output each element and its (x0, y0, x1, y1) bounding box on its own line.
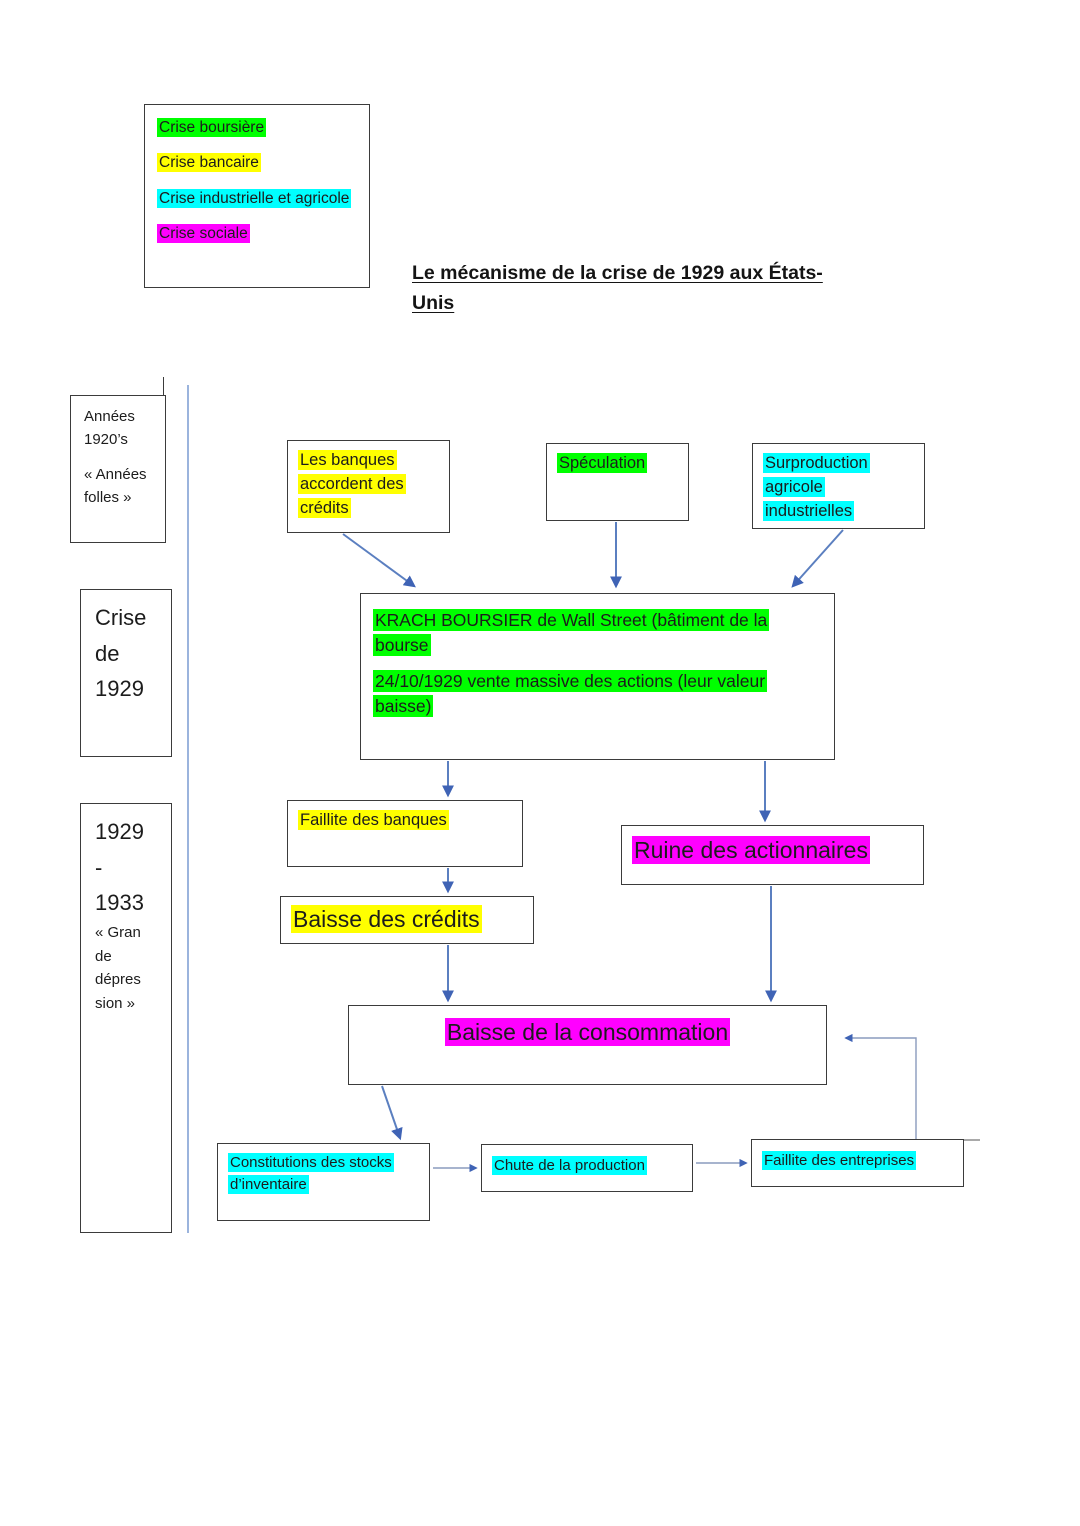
timeline-1929-1933-line-6: dépres (95, 971, 141, 989)
timeline-crise-1929-line-2: de (95, 640, 120, 666)
timeline-crise-1929-line-3: 1929 (95, 676, 144, 702)
node-krach-paragraph-2: 24/10/1929 vente massive des actions (le… (373, 669, 768, 718)
timeline-period-1929-1933: 1929 - 1933 « Gran de dépres sion » (80, 803, 172, 1233)
timeline-annees-1920-line-2: 1920’s (84, 430, 128, 448)
timeline-1929-1933-line-7: sion » (95, 994, 136, 1012)
node-label-chute-production: Chute de la production (492, 1156, 647, 1175)
timeline-annees-1920-line-3: « Années (84, 466, 147, 483)
arrow-surproduction-to-krach (791, 529, 844, 588)
timeline-1929-1933-line-4: « Gran (95, 923, 141, 941)
node-faillite-des-entreprises: Faillite des entreprises (751, 1139, 964, 1187)
node-stocks-line-1: Constitutions des stocks (228, 1153, 394, 1172)
node-baisse-des-credits: Baisse des crédits (280, 896, 534, 944)
timeline-start-tick (163, 377, 164, 395)
timeline-period-annees-1920: Années 1920’s « Années folles » (70, 395, 166, 543)
node-krach-paragraph-1: KRACH BOURSIER de Wall Street (bâtiment … (373, 609, 770, 657)
timeline-annees-1920-line-1: Années (84, 408, 135, 425)
legend-label-crise-boursiere: Crise boursière (157, 118, 267, 137)
legend-box: Crise boursière Crise bancaire Crise ind… (144, 104, 370, 288)
node-label-ruine-actionnaires: Ruine des actionnaires (632, 836, 870, 864)
arrow-feedback-faillite-to-consommation (844, 1033, 917, 1139)
node-surproduction-line-2: agricole (763, 476, 825, 497)
timeline-annees-1920-line-4: folles » (84, 488, 132, 506)
timeline-1929-1933-line-1: 1929 (95, 819, 144, 844)
legend-item-crise-sociale: Crise sociale (157, 223, 359, 245)
node-les-banques-accordent-des-credits: Les banques accordent des crédits (287, 440, 450, 533)
timeline-axis (187, 385, 189, 1233)
node-stocks-line-2: d’inventaire (228, 1174, 309, 1194)
node-faillite-des-banques: Faillite des banques (287, 800, 523, 867)
timeline-1929-1933-line-2: - (95, 854, 103, 880)
timeline-crise-1929-line-1: Crise (95, 605, 147, 630)
node-label-speculation: Spéculation (557, 453, 648, 473)
node-label-faillite-banques: Faillite des banques (298, 810, 449, 830)
legend-label-crise-sociale: Crise sociale (157, 224, 250, 244)
legend-label-crise-bancaire: Crise bancaire (157, 153, 261, 173)
node-label-faillite-entreprises: Faillite des entreprises (762, 1151, 917, 1170)
timeline-1929-1933-line-3: 1933 (95, 890, 144, 916)
node-surproduction: Surproduction agricole industrielles (752, 443, 925, 529)
node-baisse-de-la-consommation: Baisse de la consommation (348, 1005, 827, 1085)
arrow-consommation-to-stocks (381, 1085, 403, 1141)
legend-label-crise-industrielle: Crise industrielle et agricole (157, 188, 352, 208)
node-speculation: Spéculation (546, 443, 689, 521)
arrow-banques-to-krach (342, 533, 416, 588)
legend-item-crise-boursiere: Crise boursière (157, 117, 359, 139)
node-constitutions-des-stocks: Constitutions des stocks d’inventaire (217, 1143, 430, 1221)
legend-item-crise-industrielle: Crise industrielle et agricole (157, 188, 359, 210)
node-label-baisse-consommation: Baisse de la consommation (444, 1018, 731, 1046)
timeline-period-crise-1929: Crise de 1929 (80, 589, 172, 757)
page-title-line-1: Le mécanisme de la crise de 1929 aux Éta… (412, 262, 823, 284)
node-chute-de-la-production: Chute de la production (481, 1144, 693, 1192)
node-ruine-des-actionnaires: Ruine des actionnaires (621, 825, 924, 885)
timeline-1929-1933-line-5: de (95, 947, 112, 965)
node-krach-boursier: KRACH BOURSIER de Wall Street (bâtiment … (360, 593, 835, 760)
node-surproduction-line-1: Surproduction (763, 453, 870, 473)
page-title-line-2: Unis (412, 292, 455, 315)
legend-item-crise-bancaire: Crise bancaire (157, 152, 359, 174)
page-title: Le mécanisme de la crise de 1929 aux Éta… (412, 258, 912, 318)
timeline-annees-1920-spacer (84, 451, 155, 464)
node-surproduction-line-3: industrielles (763, 500, 855, 521)
node-label-les-banques: Les banques accordent des crédits (298, 450, 406, 518)
node-label-baisse-credits: Baisse des crédits (291, 905, 482, 933)
